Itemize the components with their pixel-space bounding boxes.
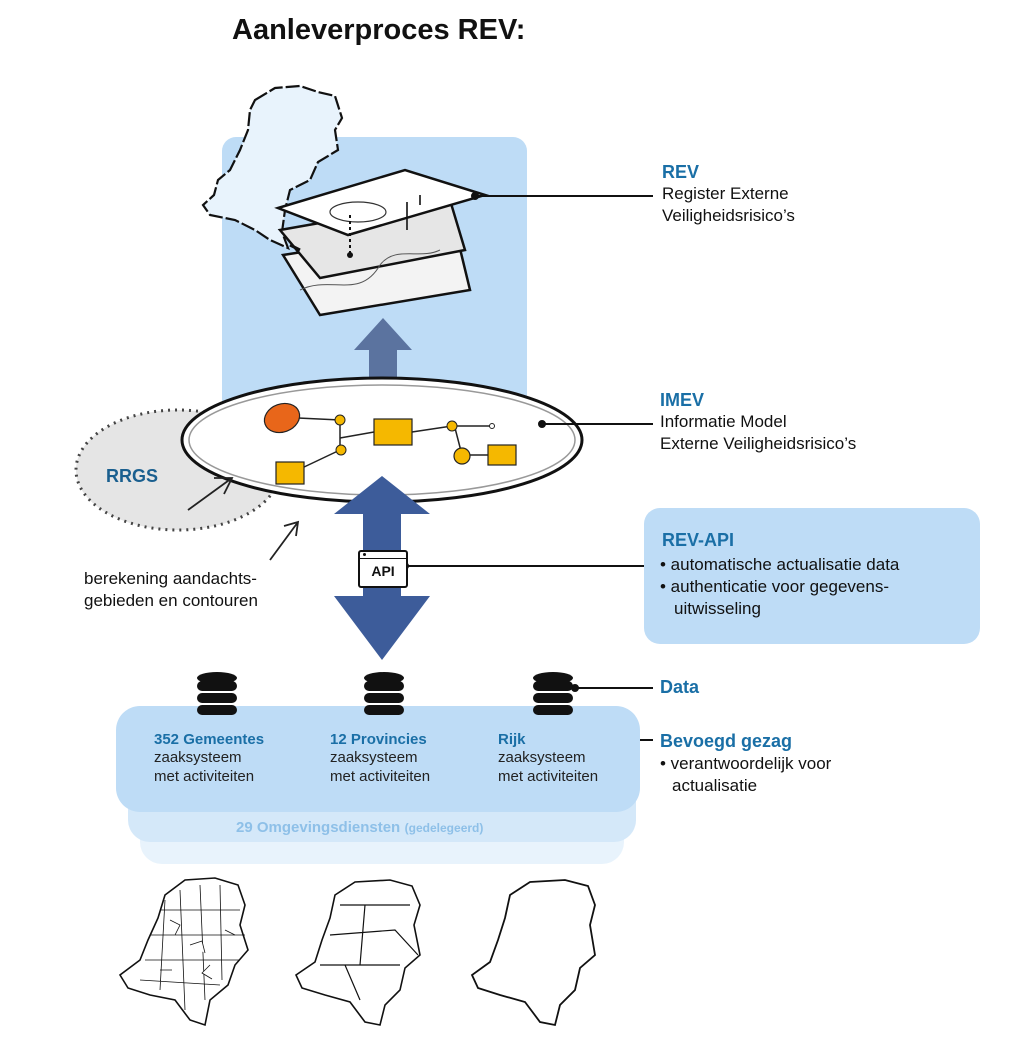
bevoegd-gezag-panel bbox=[116, 706, 640, 812]
imev-label: IMEV Informatie Model Externe Veiligheid… bbox=[660, 390, 856, 455]
org-line-2: met activiteiten bbox=[498, 768, 599, 785]
org-line-1: zaaksysteem bbox=[498, 749, 586, 766]
rev-api-bullet-2-cont: uitwisseling bbox=[674, 599, 761, 618]
provinces-map bbox=[294, 879, 421, 1026]
page-title: Aanleverproces REV: bbox=[232, 14, 526, 46]
rev-line-1: Register Externe bbox=[662, 184, 789, 203]
rev-heading: REV bbox=[662, 162, 700, 182]
rev-api-bullet-2: • authenticatie voor gegevens- bbox=[660, 577, 889, 596]
org-gemeentes: 352 Gemeentes zaaksysteem met activiteit… bbox=[154, 731, 264, 786]
org-line-2: met activiteiten bbox=[330, 768, 431, 785]
rev-api-box: REV-API • automatische actualisatie data… bbox=[644, 508, 980, 644]
org-provincies: 12 Provincies zaaksysteem met activiteit… bbox=[330, 731, 430, 786]
rrgs-label: RRGS bbox=[106, 466, 159, 486]
database-icon bbox=[364, 672, 404, 715]
api-badge-text: API bbox=[371, 563, 395, 579]
org-line-1: zaaksysteem bbox=[154, 749, 242, 766]
rev-line-2: Veiligheidsrisico’s bbox=[662, 206, 795, 225]
api-badge: API bbox=[358, 550, 408, 588]
org-title: Rijk bbox=[498, 731, 526, 748]
database-icon bbox=[533, 672, 573, 715]
org-line-1: zaaksysteem bbox=[330, 749, 418, 766]
omgevingsdiensten-label: 29 Omgevingsdiensten (gedelegeerd) bbox=[236, 819, 483, 837]
org-title: 12 Provincies bbox=[330, 731, 427, 748]
bevoegd-bullet-1-cont: actualisatie bbox=[672, 776, 758, 795]
data-label: Data bbox=[660, 677, 700, 697]
rev-label: REV Register Externe Veiligheidsrisico’s bbox=[662, 162, 795, 227]
bevoegd-heading: Bevoegd gezag bbox=[660, 731, 793, 751]
rev-api-bullet-1: • automatische actualisatie data bbox=[660, 555, 900, 574]
calc-line-1: berekening aandachts- bbox=[84, 569, 257, 588]
org-title: 352 Gemeentes bbox=[154, 731, 265, 748]
omgevingsdiensten-sub: (gedelegeerd) bbox=[404, 821, 484, 835]
org-rijk: Rijk zaaksysteem met activiteiten bbox=[498, 731, 598, 786]
imev-heading: IMEV bbox=[660, 390, 705, 410]
bevoegd-gezag-label: Bevoegd gezag • verantwoordelijk voor ac… bbox=[660, 731, 831, 797]
imev-model-nodes bbox=[263, 402, 517, 485]
pointer-arrows bbox=[187, 477, 300, 561]
database-icon bbox=[197, 672, 237, 715]
bevoegd-bullet-1: • verantwoordelijk voor bbox=[660, 754, 832, 773]
imev-line-2: Externe Veiligheidsrisico’s bbox=[660, 434, 857, 453]
org-line-2: met activiteiten bbox=[154, 768, 255, 785]
calc-line-2: gebieden en contouren bbox=[84, 591, 258, 610]
imev-line-1: Informatie Model bbox=[660, 412, 787, 431]
netherlands-map-top bbox=[201, 84, 344, 251]
up-arrow bbox=[354, 318, 412, 398]
national-map bbox=[470, 879, 596, 1027]
omgevingsdiensten-main: 29 Omgevingsdiensten bbox=[236, 819, 401, 836]
calc-label: berekening aandachts- gebieden en contou… bbox=[84, 568, 258, 612]
rev-api-heading: REV-API bbox=[662, 530, 735, 550]
municipalities-map bbox=[118, 877, 249, 1027]
